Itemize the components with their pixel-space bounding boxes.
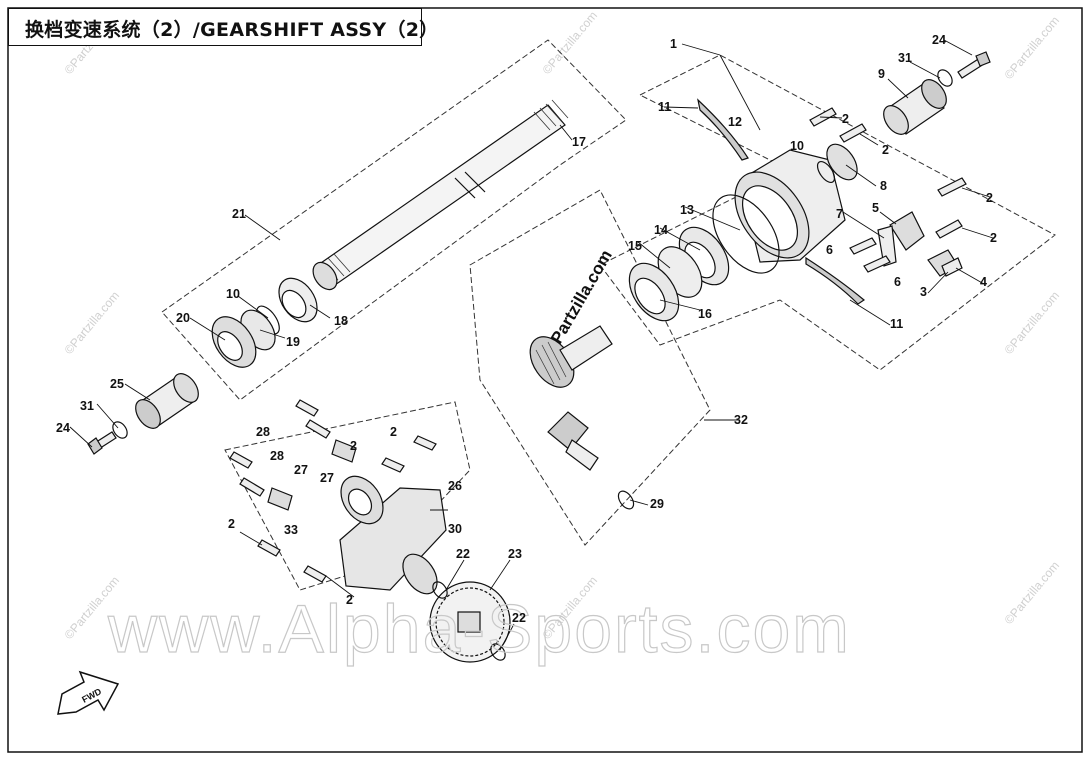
callout-17: 17 (572, 135, 586, 149)
cover-assembly (229, 399, 511, 663)
callout-27: 27 (294, 463, 308, 477)
callout-21: 21 (232, 207, 246, 221)
callout-1: 1 (670, 37, 677, 51)
callout-32: 32 (734, 413, 748, 427)
output-shaft-assembly (87, 99, 569, 455)
callout-2: 2 (986, 191, 993, 205)
callout-33: 33 (284, 523, 298, 537)
callout-6: 6 (894, 275, 901, 289)
callout-numbers: 1 21 17 18 10 20 19 25 31 24 11 12 10 2 … (56, 33, 997, 625)
bevel-gear-assembly (529, 325, 635, 510)
callout-13: 13 (680, 203, 694, 217)
callout-2: 2 (350, 439, 357, 453)
small-watermark: ©Partzilla.com (540, 9, 601, 77)
callout-31: 31 (898, 51, 912, 65)
shaft-group-outline (161, 39, 627, 401)
callout-24: 24 (932, 33, 946, 47)
callout-7: 7 (836, 207, 843, 221)
outer-border (7, 7, 1083, 753)
callout-23: 23 (508, 547, 522, 561)
diagram-title: 换档变速系统（2）/GEARSHIFT ASSY（2） (25, 19, 439, 41)
callout-9: 9 (878, 67, 885, 81)
callout-2: 2 (882, 143, 889, 157)
callout-19: 19 (286, 335, 300, 349)
callout-27: 27 (320, 471, 334, 485)
leader-lines (69, 39, 994, 651)
callout-18: 18 (334, 314, 348, 328)
callout-20: 20 (176, 311, 190, 325)
callout-11: 11 (658, 100, 671, 114)
callout-4: 4 (980, 275, 987, 289)
callout-25: 25 (110, 377, 124, 391)
callout-6: 6 (826, 243, 833, 257)
callout-10: 10 (790, 139, 804, 153)
small-watermark: ©Partzilla.com (62, 289, 123, 357)
callout-14: 14 (654, 223, 668, 237)
gearshift-housing-assembly (628, 51, 991, 322)
partzilla-stamp: Partzilla.com (547, 247, 616, 347)
callout-30: 30 (448, 522, 462, 536)
callout-2: 2 (228, 517, 235, 531)
callout-24: 24 (56, 421, 70, 435)
callout-31: 31 (80, 399, 94, 413)
small-watermark: ©Partzilla.com (1002, 14, 1063, 82)
callout-5: 5 (872, 201, 879, 215)
small-watermark: ©Partzilla.com (1002, 559, 1063, 627)
callout-15: 15 (628, 239, 642, 253)
callout-16: 16 (698, 307, 712, 321)
callout-10: 10 (226, 287, 240, 301)
callout-2: 2 (842, 112, 849, 126)
title-box: 换档变速系统（2）/GEARSHIFT ASSY（2） (8, 8, 438, 46)
big-watermark: www.Alpha-Sports.com (107, 591, 851, 667)
callout-2: 2 (346, 593, 353, 607)
callout-26: 26 (448, 479, 462, 493)
small-watermark: ©Partzilla.com (1002, 289, 1063, 357)
fwd-arrow: FWD (57, 670, 120, 715)
callout-2: 2 (990, 231, 997, 245)
callout-3: 3 (920, 285, 927, 299)
callout-11: 11 (890, 317, 903, 331)
bevel-gear-group-outline (469, 189, 711, 546)
callout-29: 29 (650, 497, 664, 511)
callout-28: 28 (270, 449, 284, 463)
callout-28: 28 (256, 425, 270, 439)
callout-22: 22 (456, 547, 470, 561)
callout-2: 2 (390, 425, 397, 439)
callout-12: 12 (728, 115, 742, 129)
callout-22: 22 (512, 611, 526, 625)
callout-8: 8 (880, 179, 887, 193)
